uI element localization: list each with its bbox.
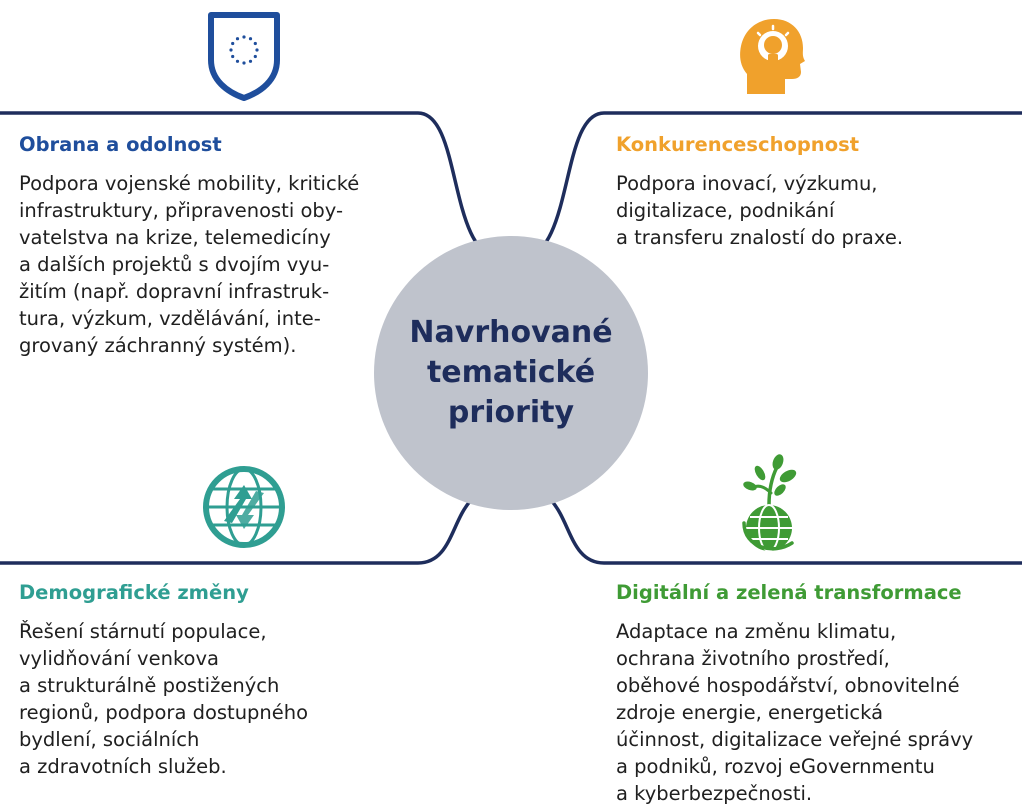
body-digitalni-zelena: Adaptace na změnu klimatu, ochrana život… bbox=[616, 620, 974, 805]
heading-konkurenceschopnost: Konkurenceschopnost bbox=[616, 133, 860, 156]
globe-arrows-icon bbox=[203, 466, 285, 548]
body-obrana: Podpora vojenské mobility, kritické infr… bbox=[19, 172, 360, 357]
center-title: Navrhované tematické priority bbox=[409, 315, 613, 430]
globe-plant-icon bbox=[742, 454, 797, 552]
head-lightbulb-icon bbox=[740, 19, 805, 94]
heading-obrana: Obrana a odolnost bbox=[19, 133, 222, 156]
body-demograficke-zmeny: Řešení stárnutí populace, vylidňování ve… bbox=[19, 620, 309, 778]
body-konkurenceschopnost: Podpora inovací, výzkumu, digitalizace, … bbox=[616, 172, 904, 249]
heading-digitalni-zelena: Digitální a zelená transformace bbox=[616, 581, 962, 604]
eu-shield-icon bbox=[208, 12, 280, 101]
heading-demograficke-zmeny: Demografické změny bbox=[19, 581, 249, 604]
center-circle: Navrhované tematické priority bbox=[374, 236, 648, 510]
